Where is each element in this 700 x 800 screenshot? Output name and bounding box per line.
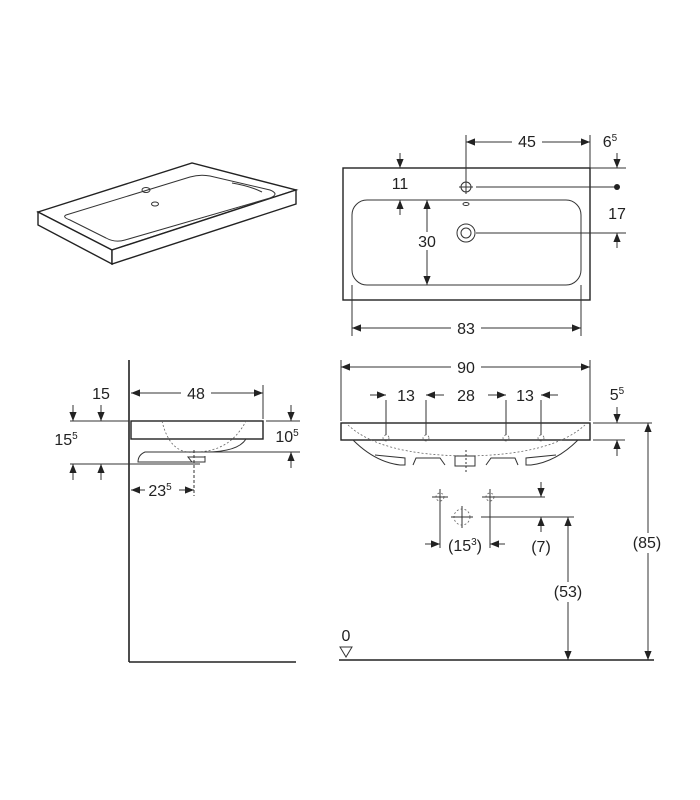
dim-rim-thickness: 55 (610, 386, 625, 404)
dim-overall-width: 90 (457, 360, 475, 377)
dim-hole-right: 13 (516, 388, 534, 405)
drain (456, 223, 476, 243)
dim-tap-to-edge: 45 (518, 134, 536, 151)
side-view: 48 15 155 105 235 (54, 360, 300, 663)
dim-fixing-spacing: (153) (448, 537, 482, 555)
dim-fixing-offset: (7) (531, 539, 551, 556)
isometric-sink-illustration (36, 162, 299, 266)
dim-rim-height: 105 (275, 428, 299, 446)
fixing-points (432, 489, 574, 548)
dim-front-to-bowl: 11 (392, 176, 409, 193)
dim-drain-distance: 235 (148, 482, 172, 500)
dim-height-total: 155 (54, 431, 78, 449)
dim-bowl-width: 83 (457, 321, 475, 338)
dim-hole-left: 13 (397, 388, 415, 405)
dim-rim-height-floor: (85) (633, 535, 661, 552)
dim-wall-gap: 15 (92, 386, 110, 403)
dim-depth: 48 (187, 386, 205, 403)
floor-level-label: 0 (342, 628, 351, 645)
dim-drain-height: (53) (554, 584, 582, 601)
dim-hole-spacing: 28 (457, 388, 475, 405)
dim-tap-to-drain: 17 (608, 206, 626, 223)
floor-level-icon (339, 646, 353, 658)
dim-edge-offset: 65 (603, 133, 618, 151)
top-view: 45 65 17 11 30 83 (342, 132, 626, 338)
dim-bowl-depth: 30 (418, 234, 436, 251)
front-view: 90 13 28 13 55 (7) (153) (339, 357, 669, 661)
